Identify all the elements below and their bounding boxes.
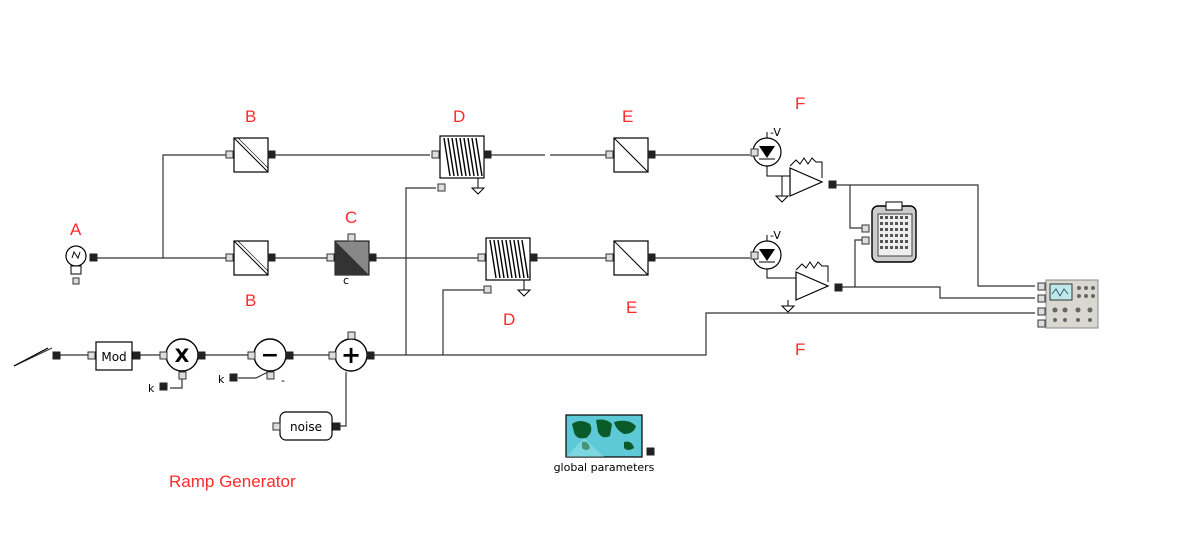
noise-block[interactable]: noise bbox=[272, 411, 341, 441]
fiber-coil-icon[interactable] bbox=[477, 237, 538, 297]
neg-v-top: -V bbox=[770, 126, 781, 139]
ramp-generator-label: Ramp Generator bbox=[169, 472, 296, 491]
switch-icon[interactable] bbox=[13, 347, 61, 367]
label-f-top: F bbox=[795, 94, 805, 113]
fiber-coil-icon[interactable] bbox=[431, 135, 492, 195]
photodiode-icon[interactable] bbox=[750, 235, 782, 270]
subtractor-block[interactable]: − - bbox=[247, 338, 294, 387]
label-e-top: E bbox=[622, 107, 633, 126]
mod-label: Mod bbox=[101, 350, 126, 364]
wires bbox=[13, 154, 1035, 427]
k-constant[interactable]: k bbox=[218, 373, 238, 386]
oscilloscope-icon[interactable] bbox=[1037, 279, 1099, 329]
k-constant[interactable]: k bbox=[148, 382, 168, 395]
splitter-icon[interactable] bbox=[225, 240, 276, 276]
multiplier-block[interactable]: X bbox=[159, 338, 206, 380]
minus-input-label: - bbox=[281, 374, 285, 387]
global-parameters-label: global parameters bbox=[554, 461, 655, 474]
label-f-bottom: F bbox=[795, 340, 805, 359]
label-b-bottom: B bbox=[245, 291, 256, 310]
amplifier-icon[interactable] bbox=[766, 261, 843, 313]
c-small-label: c bbox=[343, 274, 349, 287]
subtract-sign: − bbox=[261, 343, 279, 368]
label-b-top: B bbox=[245, 107, 256, 126]
label-d-top: D bbox=[453, 107, 465, 126]
splitter-icon[interactable] bbox=[605, 137, 656, 173]
add-sign: + bbox=[341, 341, 361, 369]
splitter-icon[interactable] bbox=[225, 137, 276, 173]
splitter-icon[interactable] bbox=[605, 240, 656, 276]
adder-block[interactable]: + bbox=[328, 331, 375, 372]
world-map-icon[interactable] bbox=[565, 414, 655, 458]
neg-v-bottom: -V bbox=[770, 229, 781, 242]
mod-block[interactable]: Mod bbox=[87, 341, 141, 371]
k-sub-label: k bbox=[218, 373, 225, 386]
data-recorder-icon[interactable] bbox=[861, 201, 917, 263]
label-e-bottom: E bbox=[626, 298, 637, 317]
lamp-icon[interactable] bbox=[65, 245, 98, 285]
k-mul-label: k bbox=[148, 382, 155, 395]
label-c: C bbox=[345, 208, 357, 227]
multiply-sign: X bbox=[175, 345, 190, 367]
beam-combiner-icon[interactable] bbox=[326, 233, 377, 276]
amplifier-icon[interactable] bbox=[766, 157, 837, 203]
label-a: A bbox=[70, 220, 82, 239]
noise-label: noise bbox=[290, 420, 322, 434]
label-d-bottom: D bbox=[503, 310, 515, 329]
